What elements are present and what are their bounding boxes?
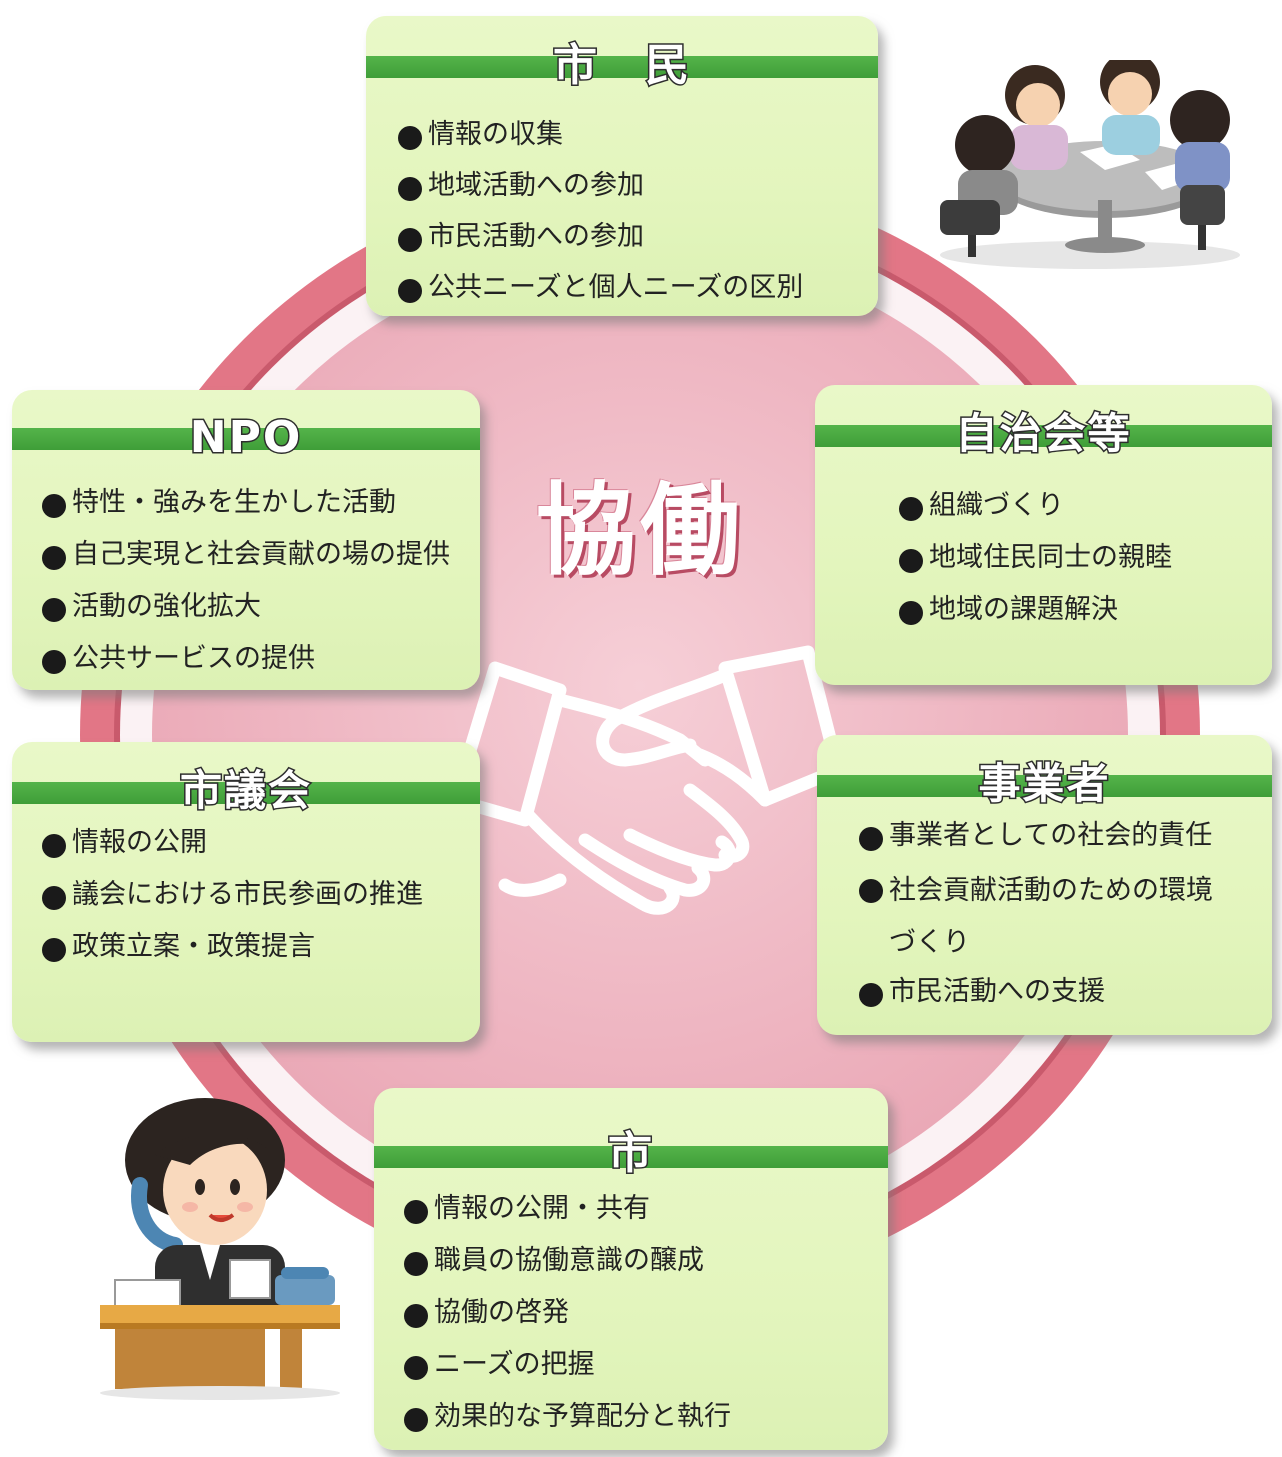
list-item-continuation: づくり bbox=[889, 927, 970, 958]
bullet-icon bbox=[404, 1304, 428, 1328]
list-item: 自己実現と社会貢献の場の提供 bbox=[42, 532, 450, 584]
list-item: 地域の課題解決 bbox=[899, 587, 1172, 639]
list-item: 効果的な予算配分と執行 bbox=[404, 1394, 731, 1446]
box-title-council: 市議会 bbox=[178, 766, 312, 815]
office-worker-phone-illustration bbox=[100, 1098, 340, 1400]
list-item: 政策立案・政策提言 bbox=[42, 924, 423, 976]
list-item: 議会における市民参画の推進 bbox=[42, 872, 423, 924]
bullet-icon bbox=[42, 938, 66, 962]
box-council: 市議会 情報の公開 議会における市民参画の推進 政策立案・政策提言 bbox=[12, 742, 480, 1042]
box-title-community: 自治会等 bbox=[954, 409, 1132, 458]
list-item: 公共サービスの提供 bbox=[42, 636, 450, 688]
bullet-icon bbox=[859, 983, 883, 1007]
list-item: ニーズの把握 bbox=[404, 1342, 731, 1394]
list-council: 情報の公開 議会における市民参画の推進 政策立案・政策提言 bbox=[42, 820, 423, 976]
list-item: 情報の公開・共有 bbox=[404, 1186, 731, 1238]
title-bar bbox=[374, 1146, 888, 1168]
box-business: 事業者 事業者としての社会的責任 社会貢献活動のための環境づくり 市民活動への支… bbox=[817, 735, 1272, 1035]
title-bar bbox=[12, 782, 480, 804]
list-business: 事業者としての社会的責任 社会貢献活動のための環境づくり 市民活動への支援 bbox=[859, 813, 1213, 1021]
bullet-icon bbox=[404, 1356, 428, 1380]
title-bar bbox=[366, 56, 878, 78]
meeting-people-illustration bbox=[940, 60, 1240, 269]
bullet-icon bbox=[398, 176, 422, 201]
title-bar bbox=[12, 428, 480, 450]
list-npo: 特性・強みを生かした活動 自己実現と社会貢献の場の提供 活動の強化拡大 公共サー… bbox=[42, 480, 450, 688]
list-item: 地域住民同士の親睦 bbox=[899, 535, 1172, 587]
bullet-icon bbox=[42, 494, 66, 518]
box-title-citizens: 市 民 bbox=[552, 40, 691, 91]
bullet-icon bbox=[404, 1200, 428, 1224]
box-title-business: 事業者 bbox=[977, 759, 1111, 808]
list-item: 組織づくり bbox=[899, 483, 1172, 535]
bullet-icon bbox=[404, 1408, 428, 1432]
list-item: 事業者としての社会的責任 bbox=[859, 813, 1213, 865]
bullet-icon bbox=[404, 1252, 428, 1276]
bullet-icon bbox=[859, 879, 883, 903]
bullet-icon bbox=[899, 497, 923, 521]
bullet-icon bbox=[42, 650, 66, 674]
list-city: 情報の公開・共有 職員の協働意識の醸成 協働の啓発 ニーズの把握 効果的な予算配… bbox=[404, 1186, 731, 1446]
bullet-icon bbox=[398, 125, 422, 150]
list-item: 情報の公開 bbox=[42, 820, 423, 872]
center-title: 協働 bbox=[536, 471, 744, 589]
list-item: 公共ニーズと個人ニーズの区別 bbox=[398, 265, 803, 316]
title-bar bbox=[817, 775, 1272, 797]
list-community: 組織づくり 地域住民同士の親睦 地域の課題解決 bbox=[899, 483, 1172, 639]
list-item: 社会貢献活動のための環境づくり bbox=[859, 865, 1213, 969]
bullet-icon bbox=[859, 827, 883, 851]
list-item: 職員の協働意識の醸成 bbox=[404, 1238, 731, 1290]
list-item: 市民活動への参加 bbox=[398, 214, 803, 265]
box-title-npo: NPO bbox=[188, 412, 303, 463]
box-npo: NPO 特性・強みを生かした活動 自己実現と社会貢献の場の提供 活動の強化拡大 … bbox=[12, 390, 480, 690]
bullet-icon bbox=[899, 601, 923, 625]
bullet-icon bbox=[899, 549, 923, 573]
bullet-icon bbox=[398, 227, 422, 252]
list-item: 地域活動への参加 bbox=[398, 163, 803, 214]
bullet-icon bbox=[398, 278, 422, 303]
list-citizens: 情報の収集 地域活動への参加 市民活動への参加 公共ニーズと個人ニーズの区別 bbox=[398, 112, 803, 316]
box-community: 自治会等 組織づくり 地域住民同士の親睦 地域の課題解決 bbox=[815, 385, 1272, 685]
bullet-icon bbox=[42, 546, 66, 570]
box-city: 市 情報の公開・共有 職員の協働意識の醸成 協働の啓発 ニーズの把握 効果的な予… bbox=[374, 1088, 888, 1450]
bullet-icon bbox=[42, 834, 66, 858]
list-item: 活動の強化拡大 bbox=[42, 584, 450, 636]
list-item: 特性・強みを生かした活動 bbox=[42, 480, 450, 532]
title-bar bbox=[815, 425, 1272, 447]
handshake-icon bbox=[448, 645, 845, 915]
box-citizens: 市 民 情報の収集 地域活動への参加 市民活動への参加 公共ニーズと個人ニーズの… bbox=[366, 16, 878, 316]
list-item: 情報の収集 bbox=[398, 112, 803, 163]
list-item: 協働の啓発 bbox=[404, 1290, 731, 1342]
box-title-city: 市 bbox=[607, 1128, 654, 1179]
list-item: 市民活動への支援 bbox=[859, 969, 1213, 1021]
bullet-icon bbox=[42, 598, 66, 622]
bullet-icon bbox=[42, 886, 66, 910]
